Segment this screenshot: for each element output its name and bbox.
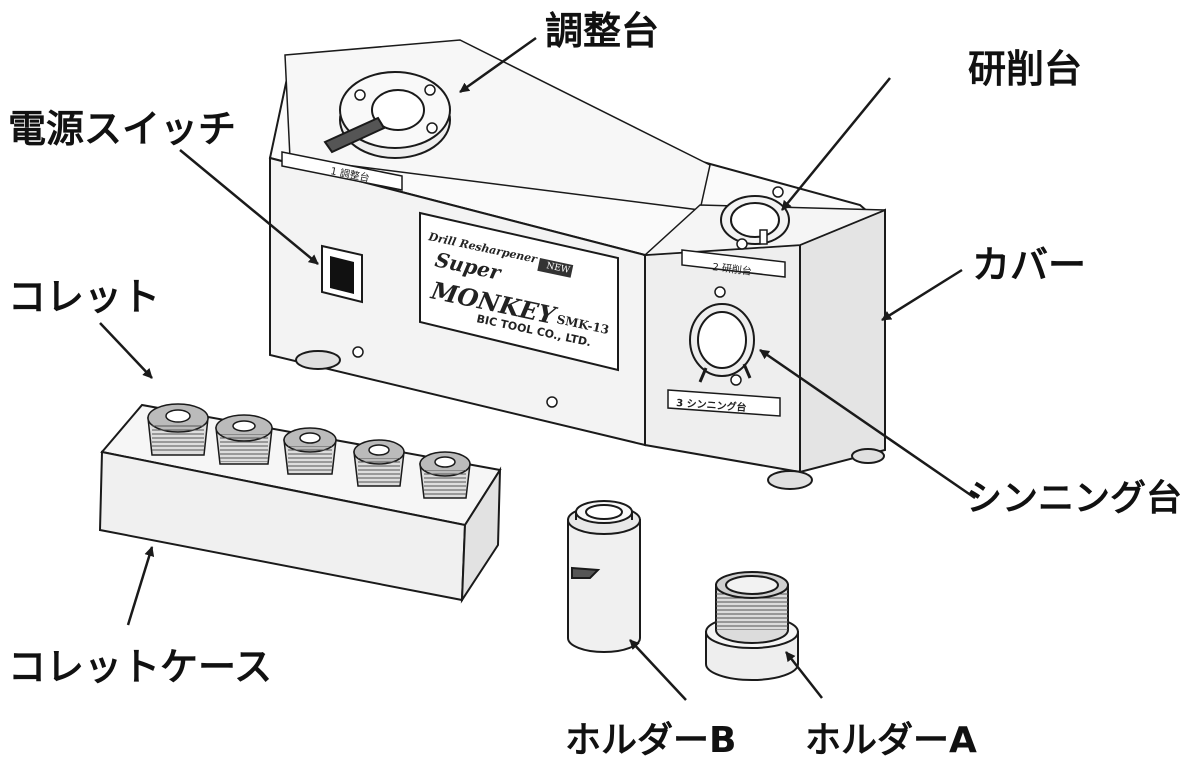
screw bbox=[546, 396, 558, 408]
arrow-power-switch bbox=[179, 149, 319, 265]
station-tag-3: 3 シンニング台 bbox=[667, 389, 781, 417]
screw bbox=[352, 346, 364, 358]
name-plate: Drill Resharpener NEW Super MONKEY SMK-1… bbox=[419, 211, 619, 372]
arrow-holder-b bbox=[629, 639, 687, 701]
foot-back bbox=[851, 448, 885, 464]
callout-arrows bbox=[99, 36, 976, 701]
power-switch[interactable] bbox=[321, 244, 363, 304]
thinning-stage-ring bbox=[689, 286, 755, 386]
label-holder-a: ホルダーA bbox=[805, 720, 977, 761]
label-thinning-stage: シンニング台 bbox=[966, 478, 1182, 519]
label-cover: カバー bbox=[972, 243, 1086, 287]
collet-5 bbox=[419, 451, 471, 499]
holder-a bbox=[705, 571, 799, 681]
collet-2 bbox=[215, 414, 273, 465]
plate-badge-box bbox=[537, 258, 574, 278]
adjust-stage-ring bbox=[323, 71, 451, 159]
foot-left bbox=[295, 350, 341, 370]
label-grind-stage: 研削台 bbox=[968, 47, 1082, 91]
foot-right bbox=[767, 470, 813, 490]
holder-b bbox=[567, 500, 641, 653]
grind-stage-ring bbox=[720, 186, 790, 250]
arrow-collet bbox=[99, 322, 153, 379]
collet-1 bbox=[147, 403, 209, 456]
arrow-holder-a bbox=[785, 651, 823, 699]
station-tag-2: 2 研削台 bbox=[681, 249, 786, 278]
label-collet: コレット bbox=[8, 275, 160, 319]
plate-badge: NEW bbox=[545, 261, 571, 276]
label-holder-b: ホルダーB bbox=[565, 720, 736, 761]
label-collet-case: コレットケース bbox=[8, 645, 272, 689]
arrow-adjust-stage bbox=[459, 36, 537, 94]
label-power-switch: 電源スイッチ bbox=[8, 107, 236, 151]
arrow-grind-stage bbox=[781, 77, 891, 211]
label-adjust-stage: 調整台 bbox=[545, 9, 659, 53]
arrow-cover bbox=[881, 268, 963, 322]
arrow-thinning-stage bbox=[759, 348, 976, 500]
collet-4 bbox=[353, 439, 405, 487]
arrow-collet-case bbox=[126, 546, 155, 626]
collet-set bbox=[147, 403, 471, 499]
machine-side bbox=[799, 208, 886, 474]
collet-3 bbox=[283, 427, 337, 475]
